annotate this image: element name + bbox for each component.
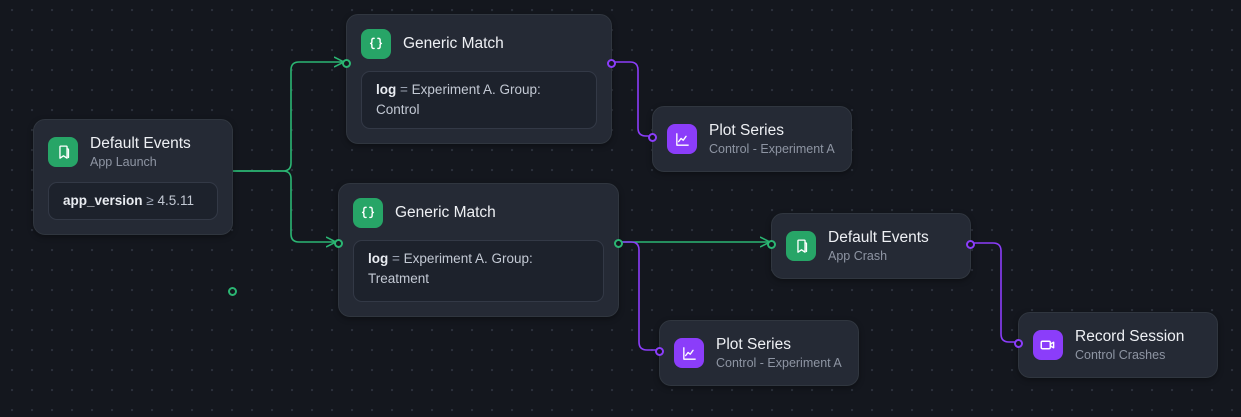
node-header: Plot Series Control - Experiment A: [660, 321, 858, 385]
node-title-group: Plot Series Control - Experiment A: [709, 121, 835, 157]
condition-chip[interactable]: log = Experiment A. Group: Treatment: [353, 240, 604, 302]
node-title-group: Record Session Control Crashes: [1075, 327, 1184, 363]
edge-generic-match-control-to-plot-series-top: [612, 61, 652, 137]
node-subtitle: Control - Experiment A: [716, 356, 842, 370]
bookmark-icon: [48, 137, 78, 167]
node-title: Plot Series: [709, 122, 784, 139]
node-header: Generic Match: [339, 184, 618, 228]
braces-icon: [353, 198, 383, 228]
node-plot-series-bottom[interactable]: Plot Series Control - Experiment A: [655, 320, 859, 386]
node-plot-series-top[interactable]: Plot Series Control - Experiment A: [648, 106, 852, 172]
bookmark-icon: [786, 231, 816, 261]
node-record-session[interactable]: Record Session Control Crashes: [1014, 312, 1218, 378]
chip-operator: =: [400, 82, 408, 97]
node-body: log = Experiment A. Group: Treatment: [339, 228, 618, 316]
output-port[interactable]: [966, 240, 975, 249]
input-port[interactable]: [648, 133, 657, 142]
node-title: Generic Match: [395, 204, 496, 221]
chip-operator: =: [392, 251, 400, 266]
video-camera-icon: [1033, 330, 1063, 360]
node-default-events-app-crash[interactable]: Default Events App Crash: [767, 213, 975, 279]
input-port[interactable]: [342, 59, 351, 68]
node-header: Plot Series Control - Experiment A: [653, 107, 851, 171]
condition-chip[interactable]: app_version ≥ 4.5.11: [48, 182, 218, 220]
node-header: Generic Match: [347, 15, 611, 59]
node-subtitle: App Crash: [828, 249, 888, 263]
line-chart-icon: [667, 124, 697, 154]
edge-default-events-app-crash-to-record-session: [970, 242, 1018, 343]
chip-value: Experiment A. Group: Treatment: [368, 251, 533, 286]
condition-chip[interactable]: log = Experiment A. Group: Control: [361, 71, 597, 129]
input-port[interactable]: [1014, 339, 1023, 348]
chip-key: log: [368, 251, 389, 266]
input-port[interactable]: [767, 240, 776, 249]
node-title-group: Default Events App Launch: [90, 134, 191, 170]
edge-default-events-to-generic-match-treatment: [233, 170, 336, 242]
node-header: Record Session Control Crashes: [1019, 313, 1217, 377]
node-generic-match-control[interactable]: Generic Match log = Experiment A. Group:…: [342, 14, 616, 144]
node-subtitle: App Launch: [90, 155, 157, 169]
edge-default-events-to-generic-match-control: [233, 62, 344, 172]
line-chart-icon: [674, 338, 704, 368]
chip-key: app_version: [63, 193, 143, 208]
input-port[interactable]: [655, 347, 664, 356]
node-header: Default Events App Launch: [34, 120, 232, 170]
node-subtitle: Control Crashes: [1075, 348, 1166, 362]
node-title-group: Default Events App Crash: [828, 228, 929, 264]
node-title-group: Plot Series Control - Experiment A: [716, 335, 842, 371]
edge-generic-match-treatment-to-plot-series-bottom: [619, 241, 659, 351]
node-default-events-app-launch[interactable]: Default Events App Launch app_version ≥ …: [33, 119, 237, 296]
node-title-group: Generic Match: [395, 198, 496, 228]
node-title-group: Generic Match: [403, 29, 504, 59]
chip-value: Experiment A. Group: Control: [376, 82, 541, 117]
node-title: Generic Match: [403, 35, 504, 52]
output-port[interactable]: [614, 239, 623, 248]
node-generic-match-treatment[interactable]: Generic Match log = Experiment A. Group:…: [334, 183, 623, 317]
node-title: Record Session: [1075, 328, 1185, 345]
chip-value: 4.5.11: [157, 193, 195, 208]
node-subtitle: Control - Experiment A: [709, 142, 835, 156]
node-header: Default Events App Crash: [772, 214, 970, 278]
node-body: log = Experiment A. Group: Control: [347, 59, 611, 143]
output-port[interactable]: [228, 287, 237, 296]
braces-icon: [361, 29, 391, 59]
node-title: Plot Series: [716, 336, 791, 353]
chip-operator: ≥: [146, 193, 154, 208]
chip-key: log: [376, 82, 397, 97]
node-title: Default Events: [90, 135, 191, 152]
node-body: app_version ≥ 4.5.11: [34, 170, 232, 234]
input-port[interactable]: [334, 239, 343, 248]
output-port[interactable]: [607, 59, 616, 68]
node-title: Default Events: [828, 229, 929, 246]
